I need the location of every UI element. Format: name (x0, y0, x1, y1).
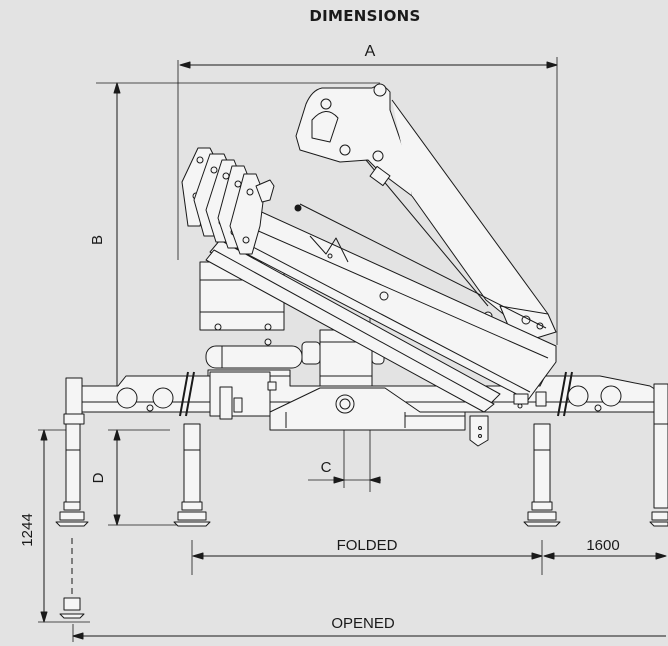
section-heads (181, 147, 275, 255)
dimension-1244: 1244 (19, 429, 90, 623)
turret (205, 329, 489, 447)
dimension-1600: 1600 (543, 537, 667, 560)
label-1244: 1244 (19, 513, 36, 546)
dimension-folded: FOLDED (191, 537, 543, 575)
folded-arm (205, 203, 557, 413)
label-b: B (89, 235, 106, 245)
label-d: D (90, 472, 107, 483)
stabilizer-leg-far-left (55, 377, 89, 619)
label-opened: OPENED (331, 615, 395, 632)
dimension-opened: OPENED (72, 615, 666, 642)
stabilizer-leg-right (523, 423, 561, 527)
stabilizer-leg-left (173, 423, 211, 527)
stabilizer-leg-far-right (649, 383, 668, 527)
label-folded: FOLDED (337, 537, 398, 554)
label-a: A (365, 43, 376, 60)
page-title: DIMENSIONS (309, 7, 421, 25)
label-c: C (321, 459, 332, 476)
dimension-d: D (38, 429, 195, 526)
dimension-a: A (177, 43, 558, 345)
label-1600: 1600 (586, 537, 619, 554)
main-boom (295, 83, 557, 341)
